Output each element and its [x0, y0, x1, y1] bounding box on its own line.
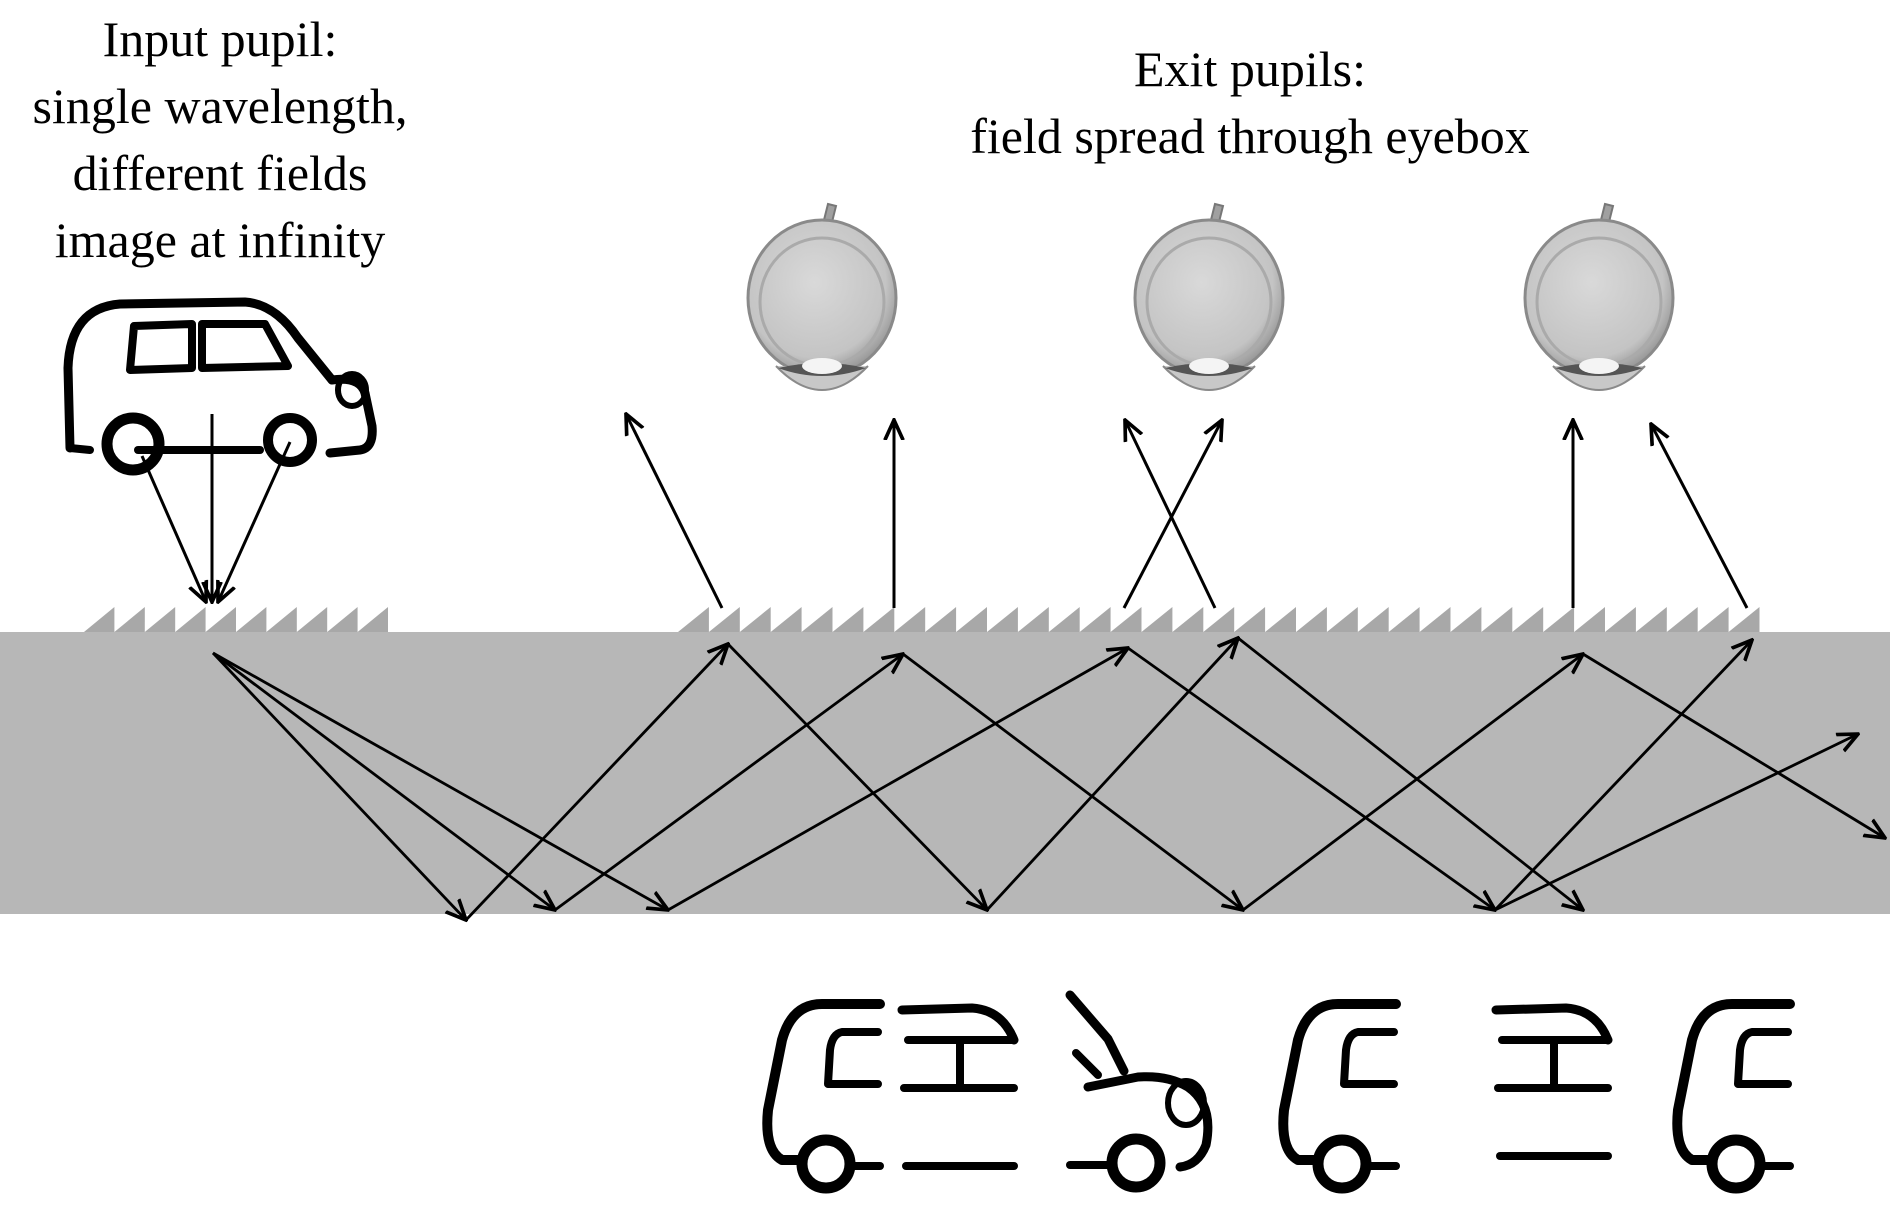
- grating-tooth: [1141, 607, 1173, 632]
- grating-tooth: [1234, 607, 1266, 632]
- grating-tooth: [1017, 607, 1049, 632]
- waveguide-slab: [0, 632, 1890, 914]
- grating-tooth: [84, 607, 115, 632]
- grating-tooth: [956, 607, 987, 632]
- grating-tooth: [801, 607, 833, 632]
- grating-tooth: [205, 607, 236, 632]
- eye-icon: [1133, 202, 1285, 392]
- grating-tooth: [1481, 607, 1513, 632]
- grating-tooth: [1605, 607, 1636, 632]
- grating-tooth: [863, 607, 895, 632]
- output-grating: [678, 607, 1760, 632]
- input-caption-line: Input pupil:: [102, 11, 338, 67]
- grating-tooth: [144, 607, 176, 632]
- grating-tooth: [1388, 607, 1420, 632]
- grating-tooth: [678, 607, 709, 632]
- grating-tooth: [1172, 607, 1204, 632]
- input-caption-line: image at infinity: [54, 212, 386, 268]
- exit-pupils-caption: Exit pupils: field spread through eyebox: [900, 36, 1600, 170]
- grating-tooth: [1419, 607, 1451, 632]
- grating-tooth: [987, 607, 1018, 632]
- grating-tooth: [1048, 607, 1080, 632]
- grating-tooth: [1450, 607, 1482, 632]
- grating-tooth: [1357, 607, 1389, 632]
- grating-tooth: [1079, 607, 1111, 632]
- grating-tooth: [1666, 607, 1698, 632]
- grating-tooth: [894, 607, 926, 632]
- grating-tooth: [1697, 607, 1729, 632]
- exit-rays: [626, 414, 1749, 609]
- input-caption-line: single wavelength,: [32, 78, 408, 134]
- grating-tooth: [114, 607, 145, 632]
- grating-tooth: [1265, 607, 1296, 632]
- grating-tooth: [296, 607, 328, 632]
- grating-tooth: [708, 607, 740, 632]
- grating-tooth: [739, 607, 771, 632]
- grating-tooth: [1296, 607, 1327, 632]
- input-grating: [84, 607, 388, 632]
- input-pupil-caption: Input pupil: single wavelength, differen…: [0, 6, 440, 274]
- grating-tooth: [1635, 607, 1667, 632]
- grating-tooth: [1543, 607, 1575, 632]
- grating-tooth: [925, 607, 957, 632]
- eye-icon: [1523, 202, 1675, 392]
- grating-tooth: [327, 607, 358, 632]
- exit-caption-line: Exit pupils:: [1134, 41, 1366, 97]
- grating-tooth: [1512, 607, 1544, 632]
- grating-tooth: [357, 607, 388, 632]
- grating-tooth: [770, 607, 802, 632]
- car-icon: [63, 297, 377, 476]
- guided-rays: [211, 638, 1885, 920]
- grating-tooth: [236, 607, 267, 632]
- grating-tooth: [266, 607, 297, 632]
- grating-tooth: [1203, 607, 1235, 632]
- car-fragment-icon: [762, 990, 1795, 1194]
- grating-tooth: [832, 607, 864, 632]
- grating-tooth: [1574, 607, 1605, 632]
- eye-icon: [746, 202, 898, 392]
- grating-tooth: [1728, 607, 1760, 632]
- grating-tooth: [1326, 607, 1358, 632]
- grating-tooth: [1110, 607, 1142, 632]
- input-rays: [140, 414, 292, 602]
- input-caption-line: different fields: [72, 145, 368, 201]
- exit-caption-line: field spread through eyebox: [970, 108, 1530, 164]
- grating-tooth: [175, 607, 206, 632]
